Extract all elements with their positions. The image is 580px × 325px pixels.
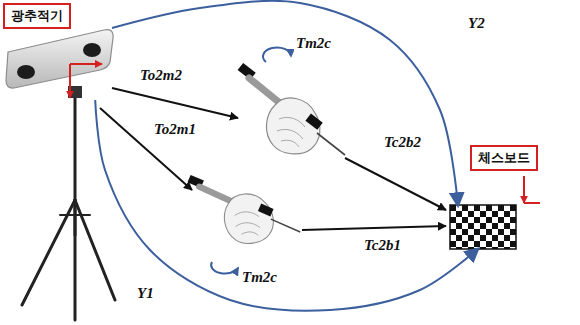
axis-arrow xyxy=(70,63,102,65)
transform-label: To2m1 xyxy=(152,120,198,138)
tracker-camera xyxy=(6,30,113,88)
camera-lens xyxy=(83,43,101,57)
chessboard xyxy=(450,205,516,249)
rotation-arrow xyxy=(211,262,238,274)
transform-label: Tc2b2 xyxy=(382,133,423,151)
chessboard-node: 체스보드 xyxy=(450,205,542,249)
connector-label: Y2 xyxy=(466,14,487,32)
transform-label: To2m2 xyxy=(138,66,184,84)
transform-label: Tm2c xyxy=(240,268,279,286)
node-label: 광추적기 xyxy=(3,3,71,29)
tripod xyxy=(22,86,115,320)
node-label: 체스보드 xyxy=(470,145,538,171)
tracked-tool xyxy=(238,63,345,155)
transform-label: Tc2b1 xyxy=(362,236,403,254)
pose-connector xyxy=(112,1,458,205)
transform-arrow xyxy=(345,158,446,210)
tracker-node: 광추적기 xyxy=(0,0,112,100)
pose-connector xyxy=(95,100,478,311)
rotation-arrow xyxy=(263,47,291,62)
transform-label: Tm2c xyxy=(294,34,333,52)
transform-arrow xyxy=(112,88,238,118)
connector-label: Y1 xyxy=(135,284,156,302)
axis-arrow xyxy=(523,176,525,203)
axis-arrow xyxy=(69,64,71,98)
axis-line xyxy=(524,202,540,204)
camera-lens xyxy=(17,65,35,79)
tripod-spreader xyxy=(60,214,90,216)
tracked-tool xyxy=(186,152,300,257)
transform-arrow xyxy=(302,226,446,230)
tripod-leg xyxy=(74,200,77,320)
